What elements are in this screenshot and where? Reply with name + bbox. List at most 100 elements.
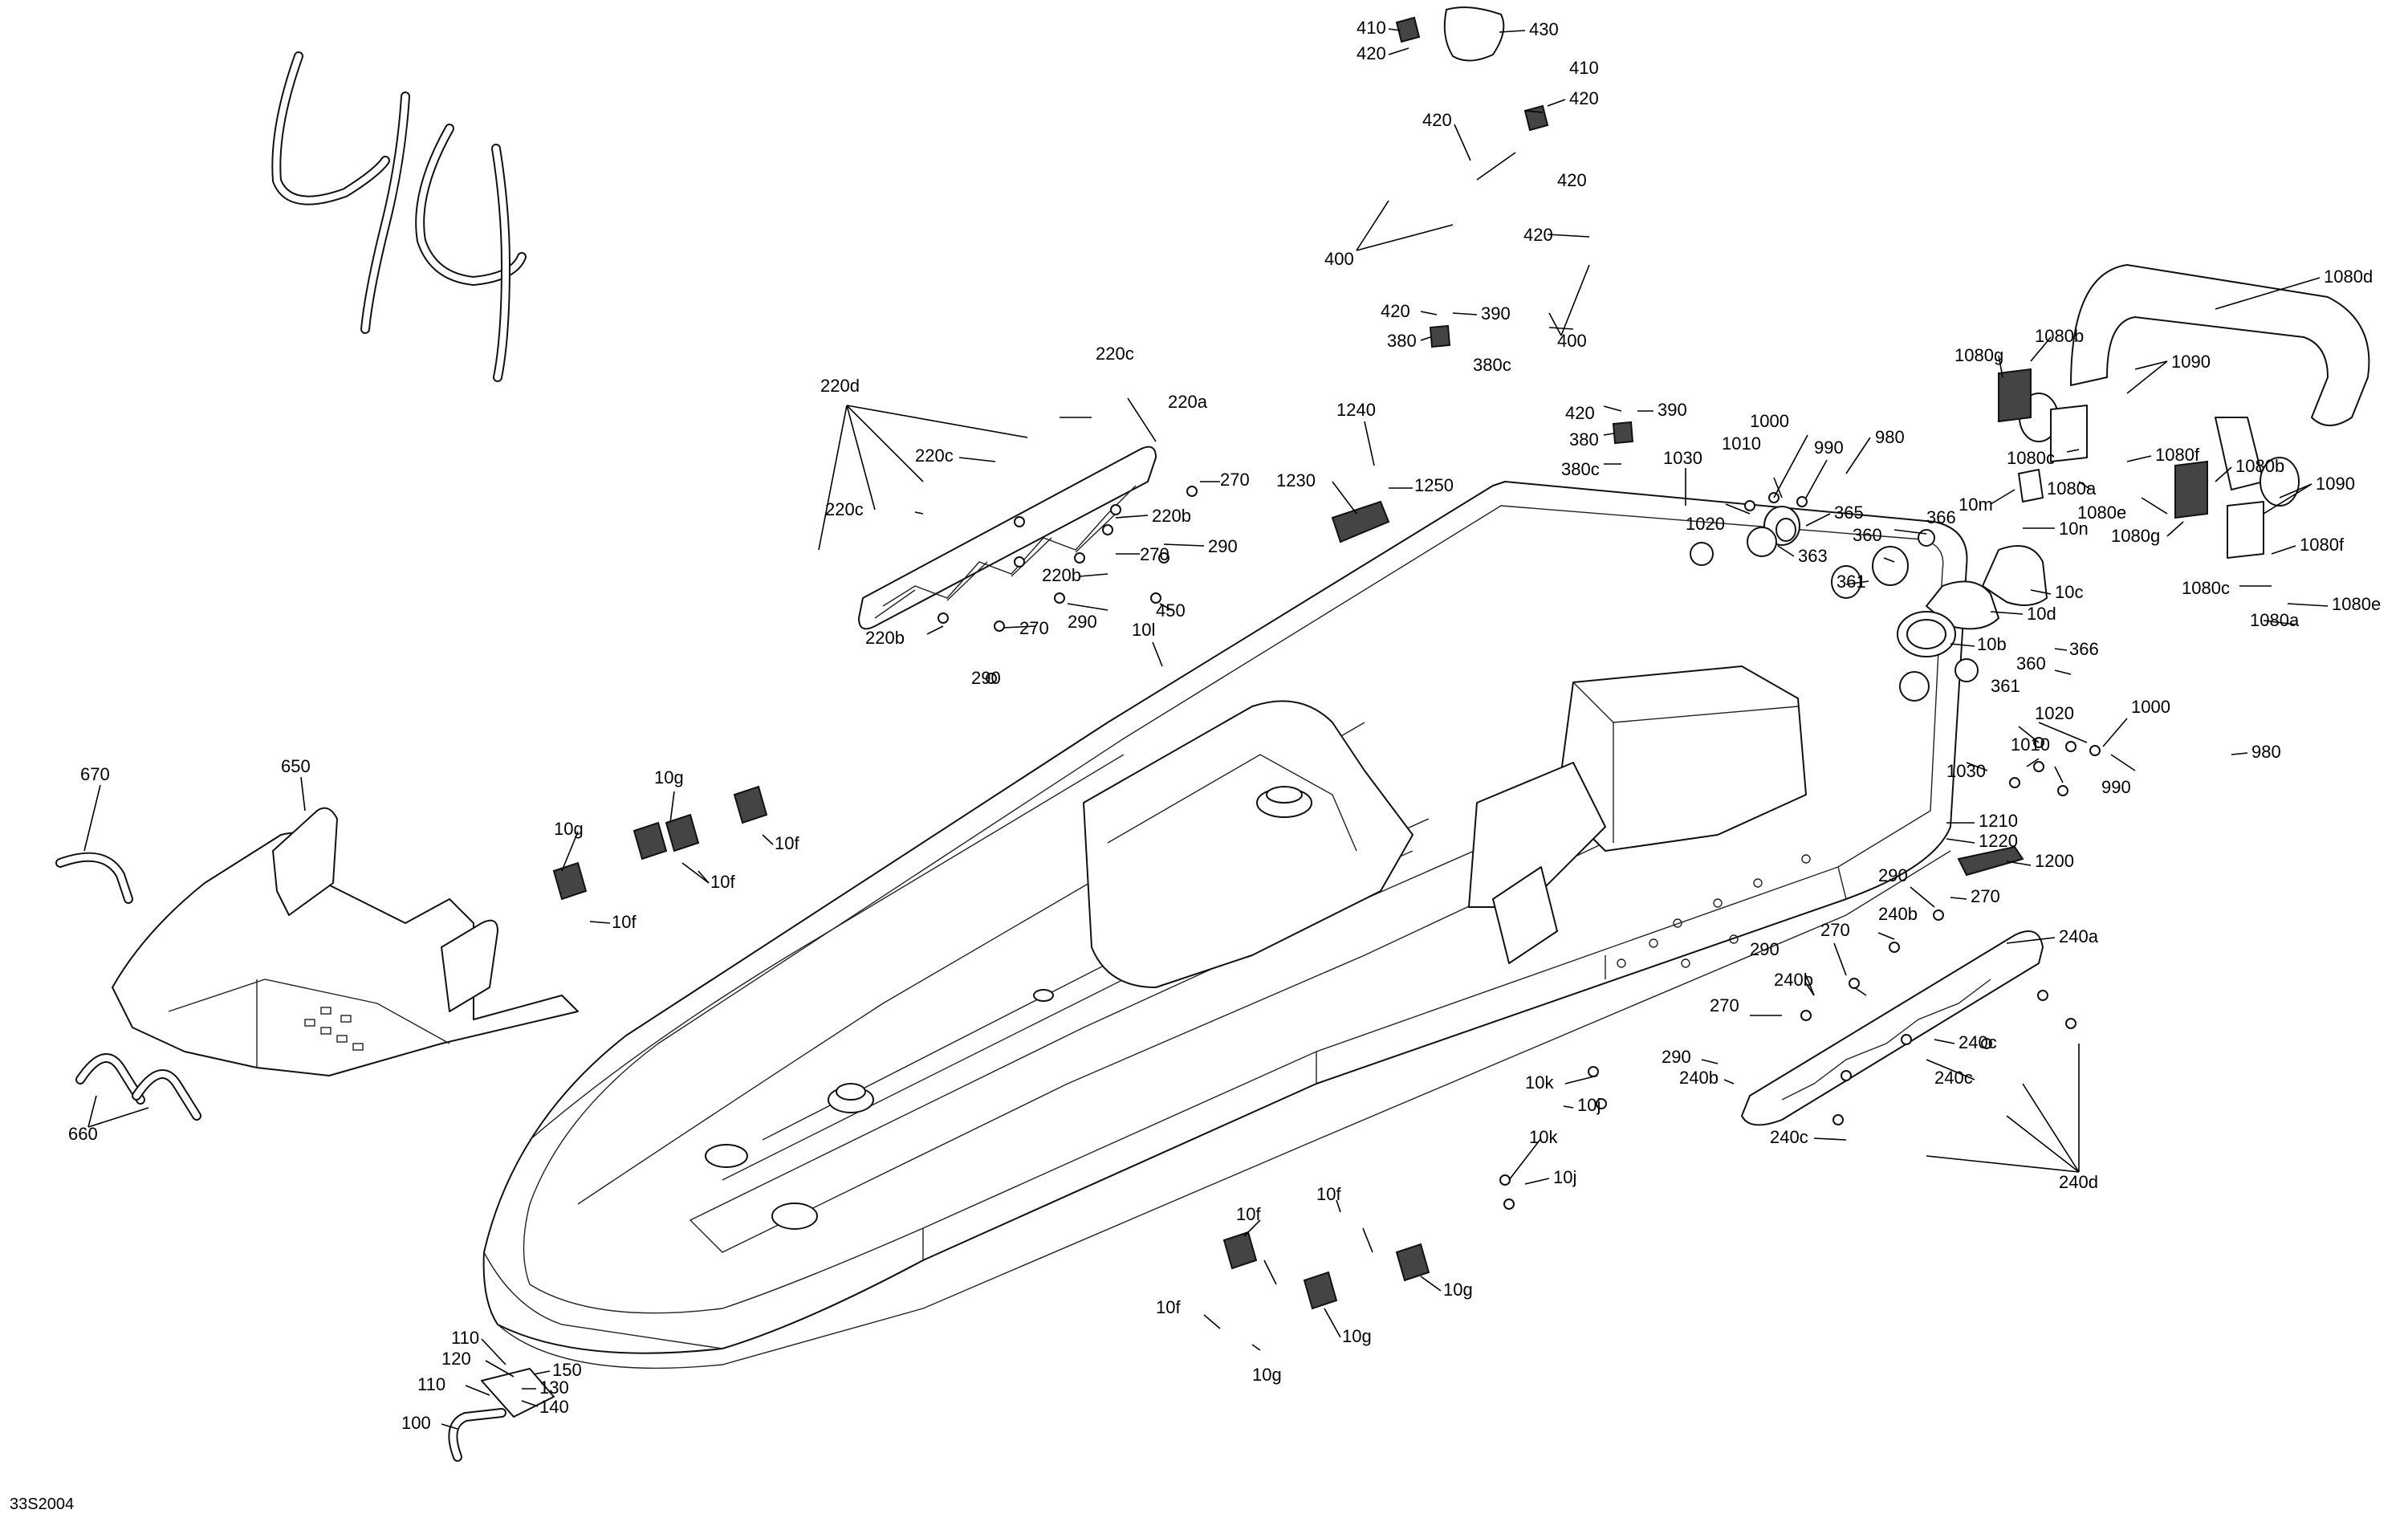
callout-360: 360	[1853, 525, 1882, 545]
callout-10j: 10j	[1577, 1095, 1601, 1115]
callout-10f: 10f	[612, 912, 637, 932]
callout-10g: 10g	[1252, 1365, 1282, 1385]
callout-1080b: 1080b	[2035, 326, 2084, 346]
callout-290: 290	[1068, 612, 1097, 632]
callout-270: 270	[1019, 618, 1049, 638]
callout-10f: 10f	[775, 833, 799, 853]
callout-1080c: 1080c	[2007, 448, 2055, 468]
callout-10f: 10f	[1156, 1297, 1181, 1317]
callout-980: 980	[1875, 427, 1905, 447]
trim-1200	[1957, 845, 2024, 877]
callout-650: 650	[281, 756, 311, 776]
callout-400: 400	[1324, 249, 1354, 269]
callout-1030: 1030	[1946, 761, 1986, 781]
callout-290: 290	[1208, 536, 1238, 556]
callout-10n: 10n	[2059, 519, 2089, 539]
callout-390: 390	[1481, 303, 1511, 324]
hardware-dots	[938, 486, 2101, 1210]
callout-420: 420	[1422, 110, 1452, 130]
callout-670: 670	[80, 764, 110, 784]
callout-420: 420	[1523, 225, 1553, 245]
callout-10f: 10f	[710, 872, 735, 892]
callout-1080g: 1080g	[1954, 345, 2003, 365]
callout-410: 410	[1357, 18, 1386, 38]
callout-240b: 240b	[1878, 904, 1918, 924]
callout-1000: 1000	[2131, 697, 2170, 717]
callout-labels: 410 420 430 410 420 420 420 400 420 420 …	[68, 18, 2381, 1433]
callout-363: 363	[1798, 546, 1828, 566]
bumper-240a	[1741, 930, 2044, 1126]
callout-365: 365	[1834, 503, 1864, 523]
callout-1020: 1020	[2035, 703, 2074, 723]
callout-240d: 240d	[2059, 1172, 2098, 1192]
callout-240c: 240c	[1770, 1127, 1808, 1147]
callout-450: 450	[1156, 600, 1186, 621]
callout-120: 120	[441, 1349, 471, 1369]
callout-220b: 220b	[865, 628, 905, 648]
callout-1020: 1020	[1686, 514, 1725, 534]
callout-1080f: 1080f	[2300, 535, 2345, 555]
brackets-1080	[1998, 368, 2264, 559]
callout-220c: 220c	[825, 499, 864, 519]
callout-990: 990	[1814, 437, 1844, 458]
callout-1010: 1010	[1722, 433, 1761, 454]
callout-290: 290	[971, 668, 1001, 688]
callout-1080e: 1080e	[2077, 503, 2126, 523]
callout-430: 430	[1529, 19, 1559, 39]
callout-1010: 1010	[2011, 735, 2050, 755]
callout-240a: 240a	[2059, 926, 2099, 946]
callout-110: 110	[417, 1374, 445, 1394]
callout-150: 150	[552, 1360, 582, 1380]
callout-240c: 240c	[1959, 1032, 1997, 1052]
callout-10f: 10f	[1236, 1204, 1261, 1224]
diagram-code: 33S2004	[10, 1495, 74, 1513]
callout-390: 390	[1658, 400, 1687, 420]
callout-270: 270	[1220, 470, 1250, 490]
callout-290: 290	[1750, 939, 1780, 959]
callout-400: 400	[1557, 331, 1587, 351]
callout-1080e: 1080e	[2332, 594, 2381, 614]
callout-1000: 1000	[1750, 411, 1789, 431]
hull-body	[482, 481, 1968, 1369]
callout-1080c: 1080c	[2182, 578, 2230, 598]
callout-10g: 10g	[654, 767, 684, 787]
handles-660	[75, 1053, 201, 1121]
leader-lines	[83, 28, 2329, 1430]
callout-220b: 220b	[1152, 506, 1191, 526]
callout-420: 420	[1569, 88, 1599, 108]
callout-1080d: 1080d	[2324, 267, 2373, 287]
callout-1090: 1090	[2316, 474, 2355, 494]
callout-10g: 10g	[554, 819, 584, 839]
callout-980: 980	[2251, 742, 2281, 762]
callout-420: 420	[1557, 170, 1587, 190]
callout-10k: 10k	[1529, 1127, 1558, 1147]
callout-240c: 240c	[1934, 1068, 1973, 1088]
callout-1250: 1250	[1414, 475, 1454, 495]
callout-1230: 1230	[1276, 470, 1316, 490]
callout-1030: 1030	[1663, 448, 1702, 468]
callout-10l: 10l	[1132, 620, 1155, 640]
callout-10j: 10j	[1553, 1167, 1576, 1187]
callout-270: 270	[1140, 544, 1169, 564]
callout-380c: 380c	[1473, 355, 1511, 375]
callout-360: 360	[2016, 653, 2046, 673]
callout-420: 420	[1381, 301, 1410, 321]
callout-410: 410	[1569, 58, 1599, 78]
callout-10f: 10f	[1316, 1184, 1341, 1204]
callout-1080g: 1080g	[2111, 526, 2160, 546]
callout-130: 130	[539, 1377, 569, 1398]
callout-1220: 1220	[1979, 831, 2018, 851]
callout-140: 140	[539, 1397, 569, 1417]
callout-220c: 220c	[1096, 344, 1134, 364]
callout-990: 990	[2101, 777, 2131, 797]
callout-1210: 1210	[1979, 811, 2018, 831]
grip-1230	[1331, 500, 1390, 543]
vent-hoses	[271, 6, 1634, 445]
callout-380: 380	[1387, 331, 1417, 351]
callout-10d: 10d	[2027, 604, 2056, 624]
callout-220b: 220b	[1042, 565, 1081, 585]
callout-1080a: 1080a	[2250, 610, 2300, 630]
callout-420: 420	[1565, 403, 1595, 423]
callout-10k: 10k	[1525, 1072, 1554, 1093]
